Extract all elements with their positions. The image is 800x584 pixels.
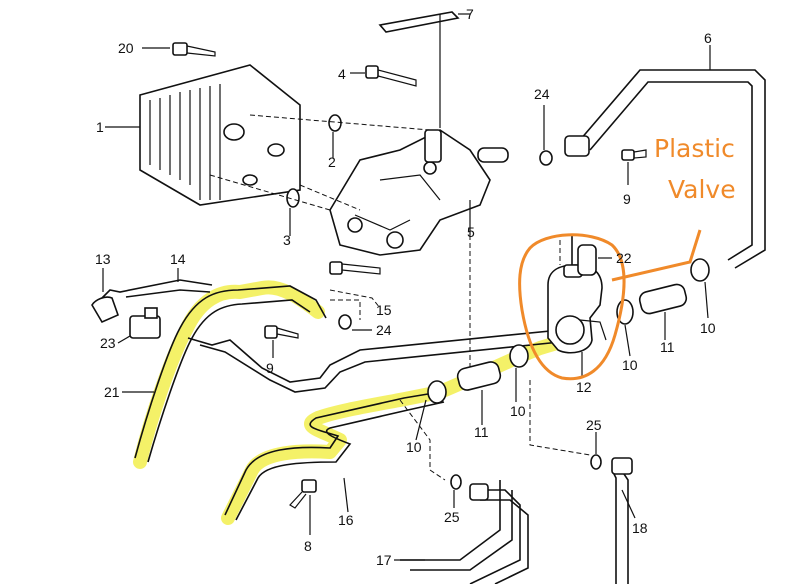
callout-22: 22: [616, 250, 632, 266]
valve-23: [117, 307, 161, 344]
callout-20: 20: [118, 40, 134, 56]
sleeve-11-upper: [638, 283, 688, 340]
lower-pipes: [394, 457, 636, 584]
plastic-valve-12: [547, 264, 607, 378]
o-ring-24-left: [338, 314, 372, 331]
bolt-8: [289, 479, 317, 535]
bolt-9-left: [264, 325, 299, 358]
bolt-20: [142, 42, 216, 57]
callout-2: 2: [328, 154, 336, 170]
callout-12: 12: [576, 379, 592, 395]
cap-22: [577, 244, 612, 276]
callout-14: 14: [170, 251, 186, 267]
sleeve-11-lower: [456, 361, 502, 425]
callout-21: 21: [104, 384, 120, 400]
clamp-10-a: [415, 380, 447, 441]
bolt-4: [350, 65, 417, 87]
oil-cooler: [105, 64, 301, 206]
callout-7: 7: [466, 6, 474, 22]
callout-23: 23: [100, 335, 116, 351]
dashed-assembly-lines: [209, 114, 591, 481]
hose-13-14: [91, 268, 213, 324]
o-ring-25-lower: [450, 474, 462, 508]
callout-24-mid: 24: [376, 322, 392, 338]
bolt-9-right: [621, 149, 647, 185]
clamp-10-c: [616, 299, 634, 357]
pipe-6: [564, 45, 766, 269]
o-ring-25-right: [590, 432, 602, 470]
callout-11-lower: 11: [474, 424, 489, 440]
clamp-10-b: [509, 344, 529, 402]
callout-9-left: 9: [266, 360, 274, 376]
callout-1: 1: [96, 119, 104, 135]
callout-5: 5: [467, 224, 475, 240]
callout-17: 17: [376, 552, 392, 568]
annotation-line-2: Valve: [668, 175, 736, 204]
callout-8: 8: [304, 538, 312, 554]
callout-10-d: 10: [700, 320, 716, 336]
callout-16: 16: [338, 512, 354, 528]
callout-25-lower: 25: [444, 509, 460, 525]
callout-4: 4: [338, 66, 346, 82]
bracket-assembly: [329, 129, 509, 256]
callout-3: 3: [283, 232, 291, 248]
o-ring-24-right: [539, 105, 553, 166]
callout-10-c: 10: [622, 357, 638, 373]
callout-24-top: 24: [534, 86, 550, 102]
callout-10-b: 10: [510, 403, 526, 419]
bolt-15: [329, 261, 381, 309]
callout-18: 18: [632, 520, 648, 536]
callout-25-right: 25: [586, 417, 602, 433]
callout-11-upper: 11: [660, 339, 675, 355]
callout-9-right: 9: [623, 191, 631, 207]
plastic-valve-highlight: [518, 229, 702, 381]
callout-15: 15: [376, 302, 392, 318]
callout-6: 6: [704, 30, 712, 46]
callout-10-a: 10: [406, 439, 422, 455]
annotation-line-1: Plastic: [654, 134, 735, 163]
o-ring-3: [286, 188, 300, 236]
mount-plate: [378, 11, 470, 128]
callout-13: 13: [95, 251, 111, 267]
hose-21-16: [122, 285, 445, 521]
clamp-10-d: [690, 258, 710, 319]
